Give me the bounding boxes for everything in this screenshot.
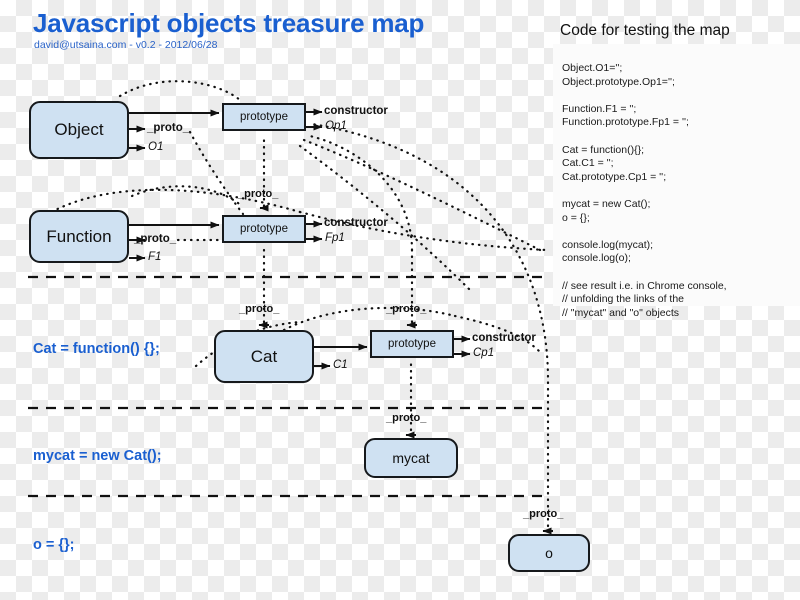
label-o-proto: _proto_	[523, 508, 564, 520]
label-cat-proto: _proto_	[239, 303, 280, 315]
node-o[interactable]: o	[508, 534, 590, 572]
statement-o: o = {};	[33, 537, 75, 553]
node-function[interactable]: Function	[29, 210, 129, 263]
link-catproto-to-objproto	[308, 134, 414, 252]
statement-mycat: mycat = new Cat();	[33, 448, 162, 464]
node-function-prototype[interactable]: prototype	[222, 215, 306, 243]
link-chain-arc-d	[130, 185, 244, 208]
code-panel-title: Code for testing the map	[560, 22, 730, 39]
label-funproto-constructor: constructor	[324, 217, 388, 229]
link-object-proto-chain	[188, 130, 245, 216]
label-funproto-proto: _proto_	[238, 188, 279, 200]
code-panel-background	[553, 44, 800, 306]
label-objproto-constructor: constructor	[324, 105, 388, 117]
label-cat-c1: C1	[333, 359, 348, 371]
label-catproto-constructor: constructor	[472, 332, 536, 344]
node-object-prototype[interactable]: prototype	[222, 103, 306, 131]
link-chain-arc-g	[282, 306, 457, 332]
node-cat-prototype[interactable]: prototype	[370, 330, 454, 358]
link-chain-arc-b	[302, 138, 542, 252]
page-title: Javascript objects treasure map	[33, 8, 425, 38]
label-object-proto: _proto_	[147, 122, 190, 134]
link-chain-arc-f	[298, 210, 548, 252]
link-chain-arc-c	[298, 144, 472, 292]
link-chain-arc-h	[453, 314, 542, 354]
page-subtitle: david@utsaina.com - v0.2 - 2012/06/28	[34, 39, 218, 51]
code-panel-body: Object.O1=''; Object.prototype.Op1=''; F…	[562, 62, 727, 319]
label-funproto-fp1: Fp1	[325, 232, 345, 244]
statement-cat: Cat = function() {};	[33, 341, 160, 357]
label-objproto-op1: Op1	[325, 120, 347, 132]
node-object[interactable]: Object	[29, 101, 129, 159]
link-chain-arc-i	[194, 320, 302, 368]
label-function-f1: F1	[148, 251, 162, 263]
label-object-o1: O1	[148, 141, 164, 153]
label-function-proto: _proto_	[134, 233, 177, 245]
label-catproto-proto: _proto_	[386, 303, 427, 315]
node-mycat[interactable]: mycat	[364, 438, 458, 478]
link-chain-arc-a	[118, 80, 242, 102]
label-catproto-cp1: Cp1	[473, 347, 495, 359]
label-mycat-proto: _proto_	[386, 412, 427, 424]
link-o-to-objproto	[310, 122, 550, 528]
node-cat[interactable]: Cat	[214, 330, 314, 383]
